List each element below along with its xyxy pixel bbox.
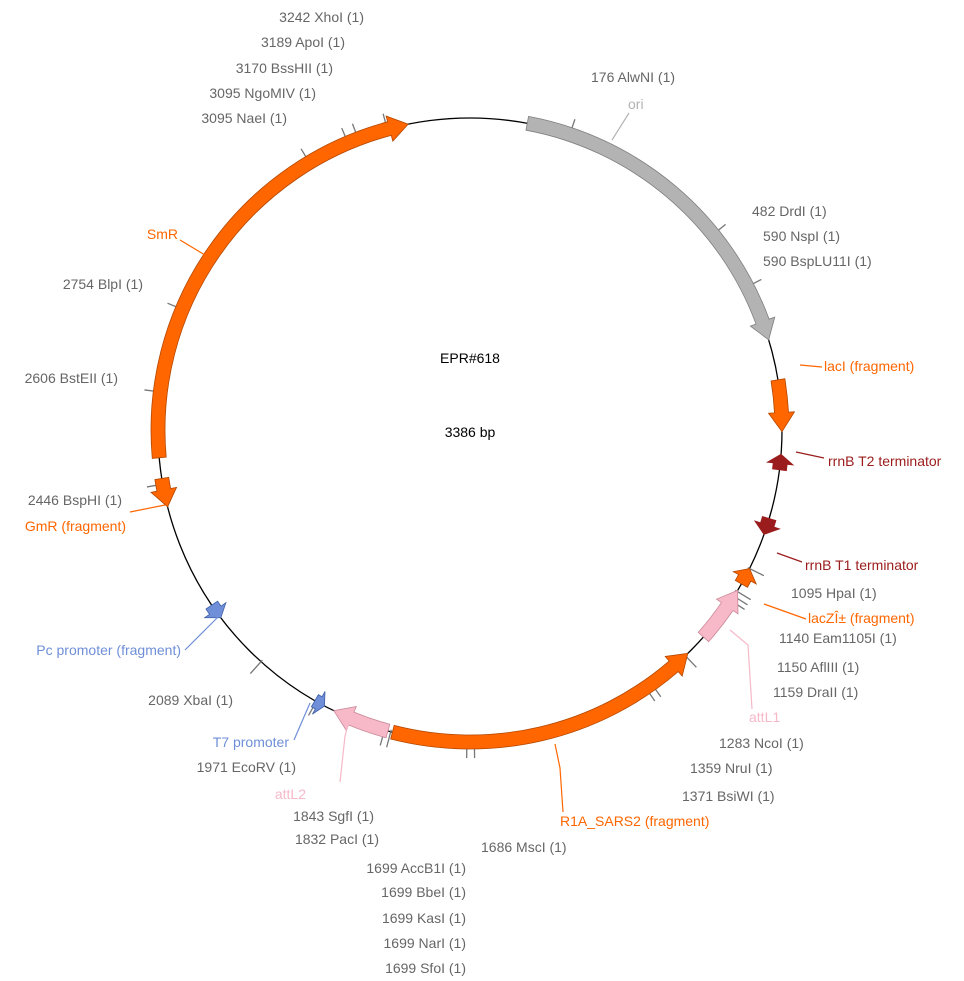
feature-label-gmr-fragment: GmR (fragment) [25,518,126,534]
feature-gmr-fragment[interactable] [150,476,178,508]
site-label-2606-bsteii-1: 2606 BstEII (1) [25,370,118,386]
leader-lacz-alpha-fragment [763,603,807,620]
site-label-3095-naei-1: 3095 NaeI (1) [201,110,287,126]
feature-label-r1a-sars2-fragment: R1A_SARS2 (fragment) [560,813,709,829]
site-label-176-alwni-1: 176 AlwNI (1) [591,69,675,85]
leader-rrnb-t1-terminator [776,552,803,563]
leader-smr [179,239,211,259]
feature-label-t7-promoter: T7 promoter [213,734,290,750]
site-label-2754-blpi-1: 2754 BlpI (1) [63,276,143,292]
site-tick-1095 [747,567,765,577]
feature-label-laci-fragment: lacI (fragment) [824,358,914,374]
leader-ori [611,112,630,141]
feature-rrnb-t1-terminator[interactable] [753,516,781,535]
leader-laci-fragment [799,364,823,368]
site-label-1843-sgfi-1: 1843 SgfI (1) [293,808,374,824]
feature-laci-fragment[interactable] [767,378,796,433]
site-label-590-bsplu11i-1: 590 BspLU11I (1) [763,253,872,269]
site-label-1159-draii-1: 1159 DraII (1) [773,684,858,700]
feature-pc-promoter-fragment[interactable] [203,600,227,619]
feature-label-ori: ori [628,96,644,112]
feature-r1a-sars2-fragment[interactable] [390,652,689,750]
feature-label-attl1: attL1 [749,709,780,725]
site-label-1699-accb1i-1: 1699 AccB1I (1) [366,860,466,876]
leader-gmr-fragment [129,504,166,513]
site-label-1971-ecorv-1: 1971 EcoRV (1) [197,759,296,775]
feature-label-smr: SmR [147,226,178,242]
feature-label-attl2: attL2 [275,786,306,802]
feature-attl2[interactable] [333,705,391,739]
site-label-3242-xhoi-1: 3242 XhoI (1) [279,9,364,25]
site-label-3189-apoi-1: 3189 ApoI (1) [261,34,345,50]
feature-smr[interactable] [150,115,409,459]
site-label-3170-bsshii-1: 3170 BssHII (1) [236,60,333,76]
feature-attl1[interactable] [697,589,739,643]
leader-t7-promoter [293,702,311,741]
labels: 3242 XhoI (1) 3189 ApoI (1) 3170 BssHII (1… [25,9,942,976]
site-label-1699-sfoi-1: 1699 SfoI (1) [385,960,466,976]
leader-attl2 [339,721,350,783]
site-label-1359-nrui-1: 1359 NruI (1) [690,760,772,776]
feature-ori[interactable] [525,115,776,341]
feature-rrnb-t2-terminator[interactable] [765,453,795,472]
site-label-1699-nari-1: 1699 NarI (1) [384,935,466,951]
leader-rrnb-t2-terminator [795,451,825,459]
plasmid-name: EPR#618 [440,350,500,366]
leader-attl1 [729,629,753,710]
site-tick-1832 [386,729,392,748]
feature-label-lacz-alpha-fragment: lacZÎ± (fragment) [808,610,914,626]
site-tick-2089 [249,659,263,675]
feature-t7-promoter[interactable] [310,691,326,715]
site-label-1140-eam1105i-1: 1140 Eam1105I (1) [779,630,897,646]
site-label-1371-bsiwi-1: 1371 BsiWI (1) [682,788,775,804]
site-label-3095-ngomiv-1: 3095 NgoMIV (1) [209,85,316,101]
feature-lacz-alpha-fragment[interactable] [732,568,758,588]
site-label-1699-kasi-1: 1699 KasI (1) [382,910,466,926]
leader-pc-promoter-fragment [184,616,219,651]
site-label-2089-xbai-1: 2089 XbaI (1) [148,692,233,708]
site-label-482-drdi-1: 482 DrdI (1) [752,203,827,219]
feature-label-rrnb-t1-terminator: rrnB T1 terminator [805,557,919,573]
site-label-1095-hpai-1: 1095 HpaI (1) [791,585,877,601]
site-label-1699-bbei-1: 1699 BbeI (1) [381,884,466,900]
label-leaders [129,112,825,813]
feature-label-pc-promoter-fragment: Pc promoter (fragment) [36,642,181,658]
site-label-2446-bsphi-1: 2446 BspHI (1) [28,492,122,508]
site-label-590-nspi-1: 590 NspI (1) [763,228,840,244]
site-label-1686-msci-1: 1686 MscI (1) [481,839,567,855]
site-label-1150-afliii-1: 1150 AflIII (1) [777,659,859,675]
plasmid-size: 3386 bp [445,424,496,440]
feature-arrows [150,115,796,750]
site-label-1832-paci-1: 1832 PacI (1) [295,831,379,847]
leader-r1a-sars2-fragment [554,743,564,813]
site-label-1283-ncoi-1: 1283 NcoI (1) [719,735,804,751]
feature-label-rrnb-t2-terminator: rrnB T2 terminator [828,453,942,469]
